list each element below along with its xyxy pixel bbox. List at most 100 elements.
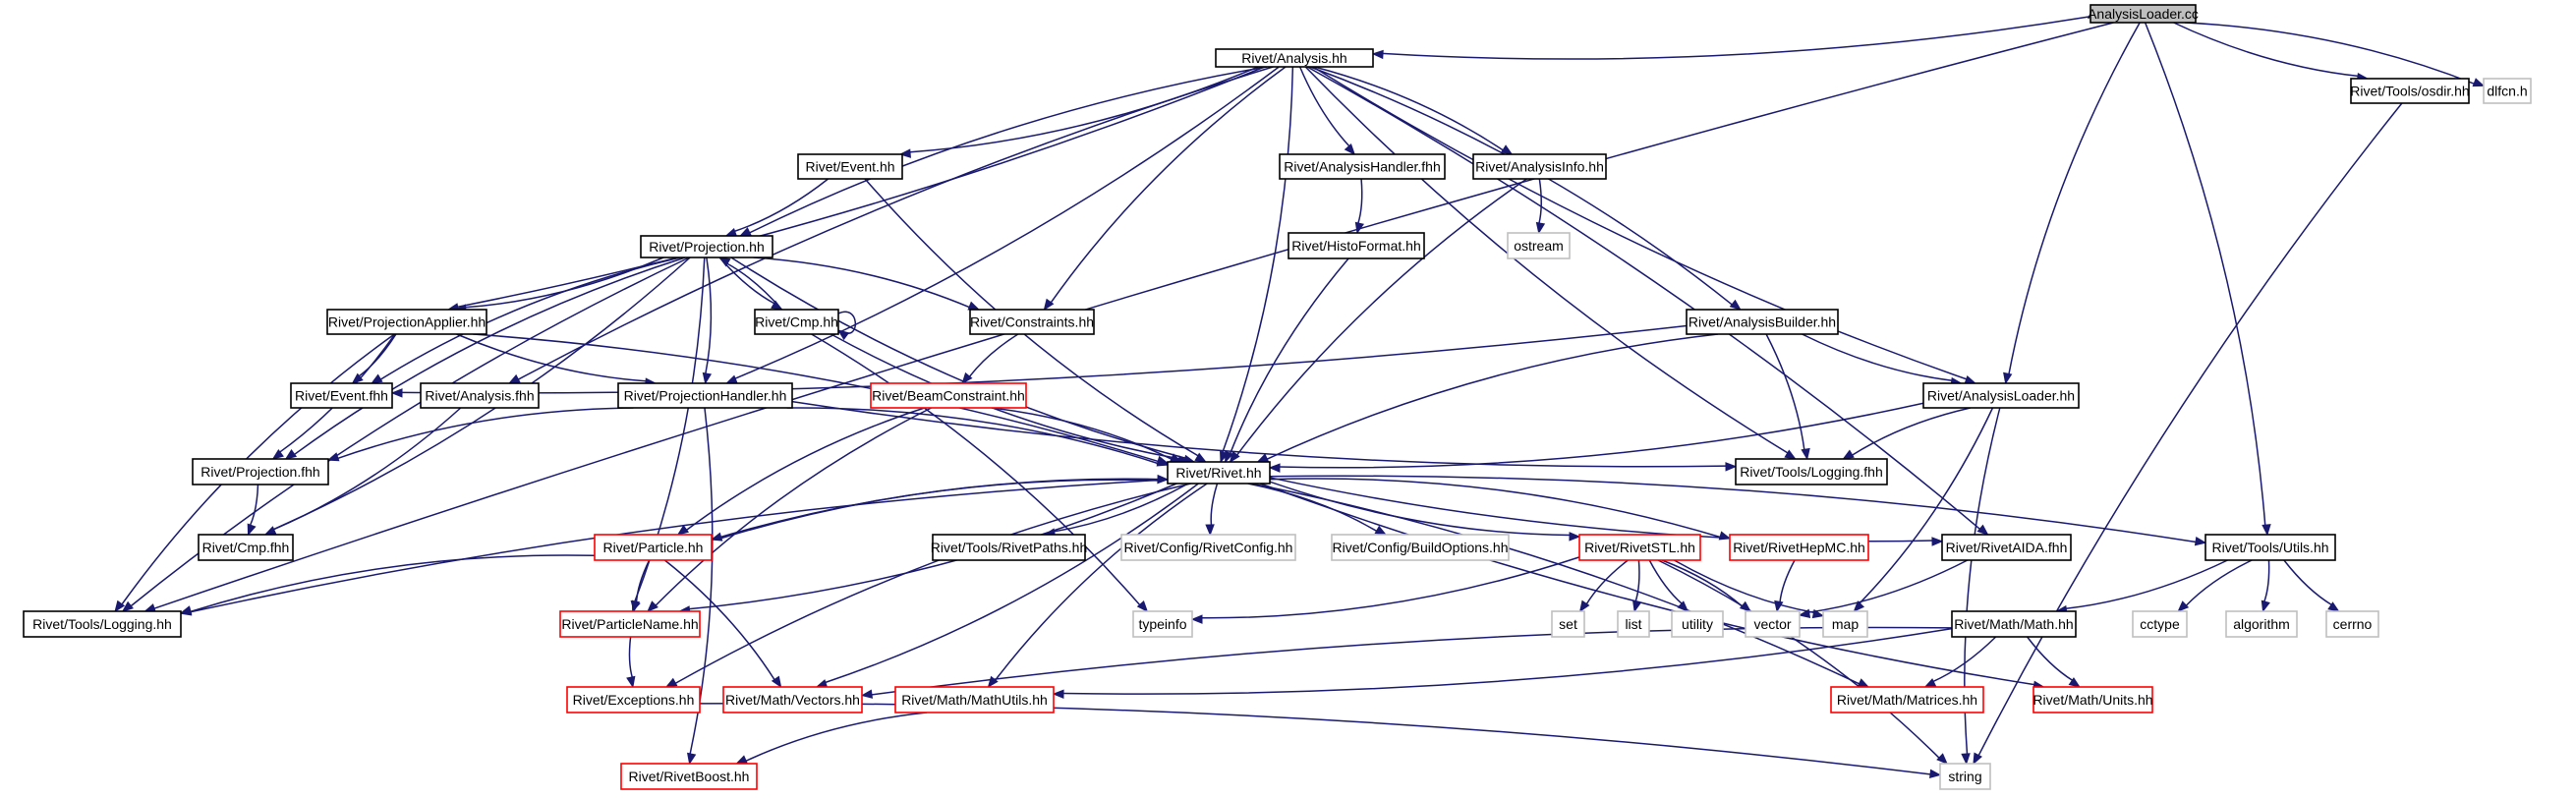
node-rivet-analysis-hh[interactable]: Rivet/Analysis.hh	[1215, 48, 1374, 68]
node-box	[1617, 610, 1650, 638]
dependency-edge-rivet-rivet-hh-to-rivet-particlename-hh	[678, 483, 1177, 615]
node-box	[870, 382, 1027, 409]
node-rivet-rivetstl-hh[interactable]: Rivet/RivetSTL.hh	[1578, 534, 1701, 561]
arrowhead-icon	[860, 689, 874, 699]
node-label: dlfcn.h	[2487, 84, 2527, 99]
node-rivet-event-fhh[interactable]: Rivet/Event.fhh	[290, 382, 393, 409]
node-label: Rivet/BeamConstraint.hh	[872, 388, 1025, 404]
node-rivet-rivetboost-hh[interactable]: Rivet/RivetBoost.hh	[620, 763, 758, 790]
node-rivet-constraints-hh[interactable]: Rivet/Constraints.hh	[969, 309, 1095, 335]
edge-line	[1851, 407, 1972, 457]
node-utility: utility	[1671, 610, 1724, 638]
dependency-edge-rivet-tools-utils-hh-to-cctype	[2177, 559, 2253, 612]
node-rivet-projectionapplier-hh[interactable]: Rivet/ProjectionApplier.hh	[326, 309, 487, 335]
node-label: vector	[1753, 616, 1791, 632]
arrowhead-icon	[2194, 537, 2207, 546]
edge-line	[1779, 559, 1796, 603]
node-rivet-rivet-hh[interactable]: Rivet/Rivet.hh	[1167, 461, 1271, 485]
node-rivet-projection-hh[interactable]: Rivet/Projection.hh	[640, 235, 773, 258]
node-rivet-projection-fhh[interactable]: Rivet/Projection.fhh	[192, 458, 329, 485]
node-box	[754, 309, 839, 335]
dependency-edge-rivet-particle-hh-to-rivet-particlename-hh	[630, 559, 651, 613]
node-rivet-analysisloader-hh[interactable]: Rivet/AnalysisLoader.hh	[1922, 382, 2080, 409]
node-rivet-rivethepmc-hh[interactable]: Rivet/RivetHepMC.hh	[1729, 534, 1869, 561]
arrowhead-icon	[647, 600, 658, 612]
arrowhead-icon	[702, 371, 713, 385]
arrowhead-icon	[1936, 753, 1948, 765]
node-rivet-rivetaida-fhh[interactable]: Rivet/RivetAIDA.fhh	[1941, 534, 2072, 561]
arrowhead-icon	[1961, 753, 1971, 766]
node-rivet-analysisbuilder-hh[interactable]: Rivet/AnalysisBuilder.hh	[1686, 309, 1839, 335]
node-algorithm: algorithm	[2225, 610, 2298, 638]
node-rivet-particle-hh[interactable]: Rivet/Particle.hh	[594, 534, 713, 561]
node-label: map	[1832, 616, 1859, 632]
dependency-edge-rivet-analysis-hh-to-rivet-event-hh	[898, 66, 1259, 158]
node-rivet-math-units-hh[interactable]: Rivet/Math/Units.hh	[2032, 686, 2153, 713]
arrowhead-icon	[664, 677, 678, 688]
node-box	[1745, 610, 1801, 638]
node-label: Rivet/Tools/Utils.hh	[2211, 540, 2328, 555]
node-label: Rivet/Projection.fhh	[200, 464, 319, 480]
edge-line	[1298, 66, 1350, 147]
dependency-edge-rivet-analysis-hh-to-rivet-analysis-fhh	[507, 66, 1274, 384]
node-rivet-event-hh[interactable]: Rivet/Event.hh	[797, 153, 903, 180]
node-rivet-particlename-hh[interactable]: Rivet/ParticleName.hh	[559, 610, 701, 638]
node-rivet-tools-utils-hh[interactable]: Rivet/Tools/Utils.hh	[2204, 534, 2336, 561]
node-rivet-projectionhandler-hh[interactable]: Rivet/ProjectionHandler.hh	[617, 382, 793, 409]
node-label: Rivet/Math/Matrices.hh	[1837, 692, 1977, 708]
arrowhead-icon	[1631, 599, 1642, 613]
arrowhead-icon	[1043, 298, 1055, 312]
node-cctype: cctype	[2132, 610, 2188, 638]
node-rivet-histoformat-hh[interactable]: Rivet/HistoFormat.hh	[1288, 232, 1425, 259]
node-rivet-tools-logging-fhh[interactable]: Rivet/Tools/Logging.fhh	[1735, 458, 1888, 485]
node-rivet-math-vectors-hh[interactable]: Rivet/Math/Vectors.hh	[722, 686, 863, 713]
edge-line	[189, 479, 1169, 613]
node-analysisloader-cc[interactable]: AnalysisLoader.cc	[2088, 4, 2199, 24]
arrowhead-icon	[1774, 599, 1784, 613]
node-rivet-beamconstraint-hh[interactable]: Rivet/BeamConstraint.hh	[870, 382, 1027, 409]
node-rivet-analysisinfo-hh[interactable]: Rivet/AnalysisInfo.hh	[1472, 153, 1607, 180]
node-rivet-analysishandler-fhh[interactable]: Rivet/AnalysisHandler.fhh	[1279, 153, 1446, 180]
arrowhead-icon	[1857, 678, 1870, 688]
node-rivet-cmp-fhh[interactable]: Rivet/Cmp.fhh	[198, 534, 294, 561]
dependency-edge-rivet-rivet-hh-to-rivet-tools-rivetpaths-hh	[1043, 483, 1189, 538]
edge-line	[1251, 483, 1860, 685]
dependency-edge-rivet-analysisbuilder-hh-to-rivet-event-fhh	[390, 324, 1688, 398]
arrowhead-icon	[718, 257, 731, 267]
node-rivet-math-matrices-hh[interactable]: Rivet/Math/Matrices.hh	[1830, 686, 1984, 713]
arrowhead-icon	[1569, 532, 1581, 542]
node-rivet-math-math-hh[interactable]: Rivet/Math/Math.hh	[1951, 610, 2077, 638]
node-label: Rivet/RivetAIDA.fhh	[1946, 540, 2068, 555]
node-label: string	[1948, 769, 1981, 784]
arrowhead-icon	[114, 599, 126, 613]
node-label: Rivet/RivetSTL.hh	[1584, 540, 1695, 555]
arrowhead-icon	[1801, 447, 1810, 461]
edge-line	[2026, 636, 2074, 682]
node-rivet-math-mathutils-hh[interactable]: Rivet/Math/MathUtils.hh	[894, 686, 1055, 713]
node-label: cctype	[2140, 616, 2180, 632]
edge-line	[456, 66, 1266, 309]
node-rivet-cmp-hh[interactable]: Rivet/Cmp.hh	[754, 309, 839, 335]
dependency-edge-rivet-particle-hh-to-rivet-tools-logging-hh	[179, 554, 596, 615]
node-label: Rivet/ProjectionApplier.hh	[328, 314, 486, 330]
edge-line	[811, 333, 1141, 606]
dependency-edge-analysisloader-cc-to-rivet-tools-osdir-hh	[2173, 22, 2370, 83]
arrowhead-icon	[630, 599, 641, 613]
dependency-edge-rivet-rivethepmc-hh-to-vector	[1774, 559, 1796, 613]
node-rivet-tools-logging-hh[interactable]: Rivet/Tools/Logging.hh	[23, 610, 182, 638]
edge-line	[272, 257, 691, 531]
arrowhead-icon	[1194, 452, 1207, 463]
arrowhead-icon	[121, 600, 134, 612]
arrowhead-icon	[898, 148, 911, 158]
edge-line	[688, 483, 1177, 610]
dependency-edge-analysisloader-cc-to-dlfcn-h	[2184, 22, 2486, 87]
node-rivet-exceptions-hh[interactable]: Rivet/Exceptions.hh	[566, 686, 701, 713]
dependency-edge-rivet-analysis-hh-to-rivet-analysisloader-hh	[1312, 66, 1977, 384]
node-rivet-tools-rivetpaths-hh[interactable]: Rivet/Tools/RivetPaths.hh	[931, 534, 1088, 561]
edge-line	[635, 559, 651, 603]
node-label: algorithm	[2233, 616, 2290, 632]
node-rivet-tools-osdir-hh[interactable]: Rivet/Tools/osdir.hh	[2350, 78, 2470, 104]
arrowhead-icon	[371, 373, 383, 384]
node-rivet-analysis-fhh[interactable]: Rivet/Analysis.fhh	[420, 382, 540, 409]
node-rivet-config-rivetconfig-hh: Rivet/Config/RivetConfig.hh	[1120, 534, 1296, 561]
